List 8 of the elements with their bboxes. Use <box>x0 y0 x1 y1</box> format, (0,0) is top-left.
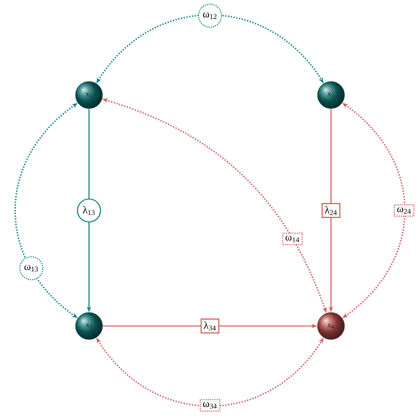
edge-label: λ$_{13}$ <box>76 198 102 223</box>
edge-label: ω$_{13}$ <box>19 256 44 280</box>
edge-label: ω$_{12}$ <box>198 4 222 28</box>
edge-label: ω$_{14}$ <box>282 232 303 246</box>
edge-label: λ$_{24}$ <box>322 203 340 218</box>
edge-label: λ$_{34}$ <box>200 318 220 334</box>
edge-label: ω$_{34}$ <box>200 399 220 412</box>
edge-label: ω$_{24}$ <box>394 204 414 217</box>
